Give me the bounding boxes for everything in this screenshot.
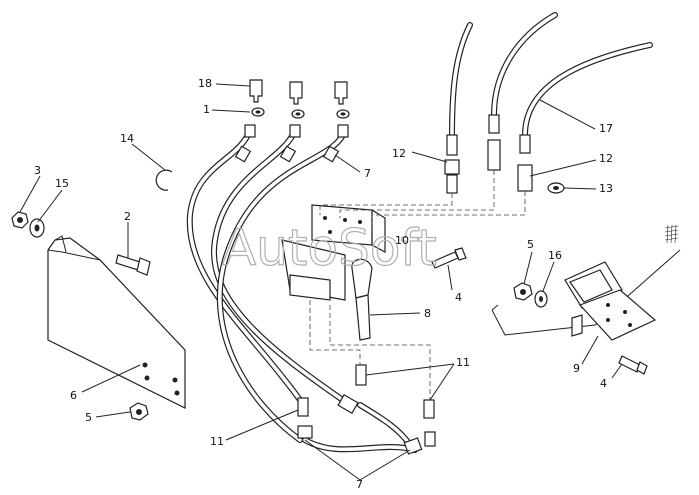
callout-3: 3 (34, 164, 41, 177)
callout-17: 17 (599, 122, 613, 135)
callout-16: 16 (548, 249, 562, 262)
nut-3 (11, 211, 29, 229)
callout-11-left: 11 (210, 435, 224, 448)
callout-2: 2 (124, 210, 131, 223)
frame-plate-right (491, 224, 681, 336)
callout-8: 8 (424, 307, 431, 320)
leader-lines (19, 83, 623, 481)
adapter-12-left (444, 134, 460, 194)
hose-end-fittings-top (234, 124, 349, 163)
washer-16 (534, 290, 548, 308)
elbow-fitting-18 (249, 79, 348, 105)
bracket-9 (564, 261, 657, 341)
callout-4-right: 4 (600, 377, 607, 390)
callout-9: 9 (573, 362, 580, 375)
nut-5-right (513, 282, 533, 301)
hose-group-17 (449, 12, 653, 138)
callout-7-top: 7 (364, 167, 371, 180)
adapter-12-right (517, 134, 533, 192)
valve-block-10 (281, 204, 386, 301)
washer-15 (29, 218, 45, 238)
seal-washer-1 (251, 107, 350, 119)
callout-6: 6 (70, 389, 77, 402)
connection-lines (309, 170, 526, 400)
watermark-text: AutoSoft (222, 219, 437, 277)
callout-14: 14 (120, 132, 134, 145)
circlip-14 (155, 169, 173, 191)
fitting-11-group (297, 364, 436, 455)
hose-group-7 (186, 127, 418, 453)
callout-5-left: 5 (85, 411, 92, 424)
bracket-6 (47, 235, 186, 409)
callout-13: 13 (599, 182, 613, 195)
adapter-12-mid (487, 114, 501, 171)
bolt-4-center (431, 247, 467, 269)
callout-10: 10 (395, 234, 409, 247)
callout-12-left: 12 (392, 147, 406, 160)
callout-15: 15 (55, 177, 69, 190)
callout-18: 18 (198, 77, 212, 90)
callout-labels: 18 1 14 3 15 2 6 5 7 12 17 12 13 10 4 5 … (34, 77, 613, 491)
callout-4-center: 4 (455, 291, 462, 304)
bolt-2 (115, 254, 151, 276)
callout-7-bottom: 7 (356, 478, 363, 491)
callout-5-right: 5 (527, 238, 534, 251)
callout-1: 1 (203, 103, 210, 116)
lever-8 (351, 258, 373, 341)
callout-11-right: 11 (456, 356, 470, 369)
callout-12-right: 12 (599, 152, 613, 165)
nut-5-left (129, 402, 149, 421)
bolt-4-right (618, 355, 648, 375)
nut-13 (547, 182, 565, 194)
